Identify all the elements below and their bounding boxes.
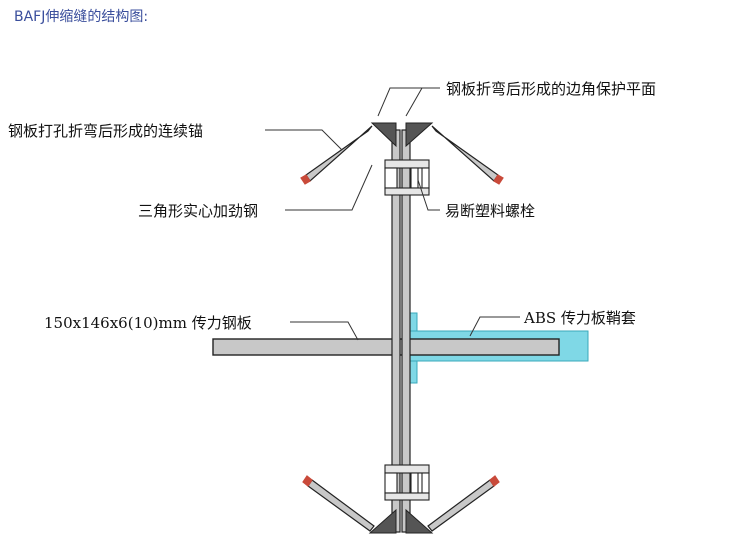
label-stiffener: 三角形实心加劲钢 xyxy=(138,202,258,220)
top-bolt xyxy=(384,159,430,196)
page-title: BAFJ伸缩缝的结构图: xyxy=(14,9,149,25)
leader-lines xyxy=(265,87,520,341)
bottom-anchors xyxy=(302,475,500,532)
label-sleeve: ABS 传力板鞘套 xyxy=(523,309,636,327)
label-plate: 150x146x6(10)mm 传力钢板 xyxy=(44,314,252,332)
label-bent-plate-edge: 钢板折弯后形成的边角保护平面 xyxy=(446,80,656,98)
label-anchor: 钢板打孔折弯后形成的连续锚 xyxy=(8,122,203,140)
label-bolt: 易断塑料螺栓 xyxy=(445,202,535,220)
top-stiffeners xyxy=(370,122,434,148)
bottom-stiffeners xyxy=(368,508,434,534)
bottom-bolt xyxy=(384,464,430,501)
transfer-plate xyxy=(212,338,560,356)
top-anchors xyxy=(300,125,504,185)
